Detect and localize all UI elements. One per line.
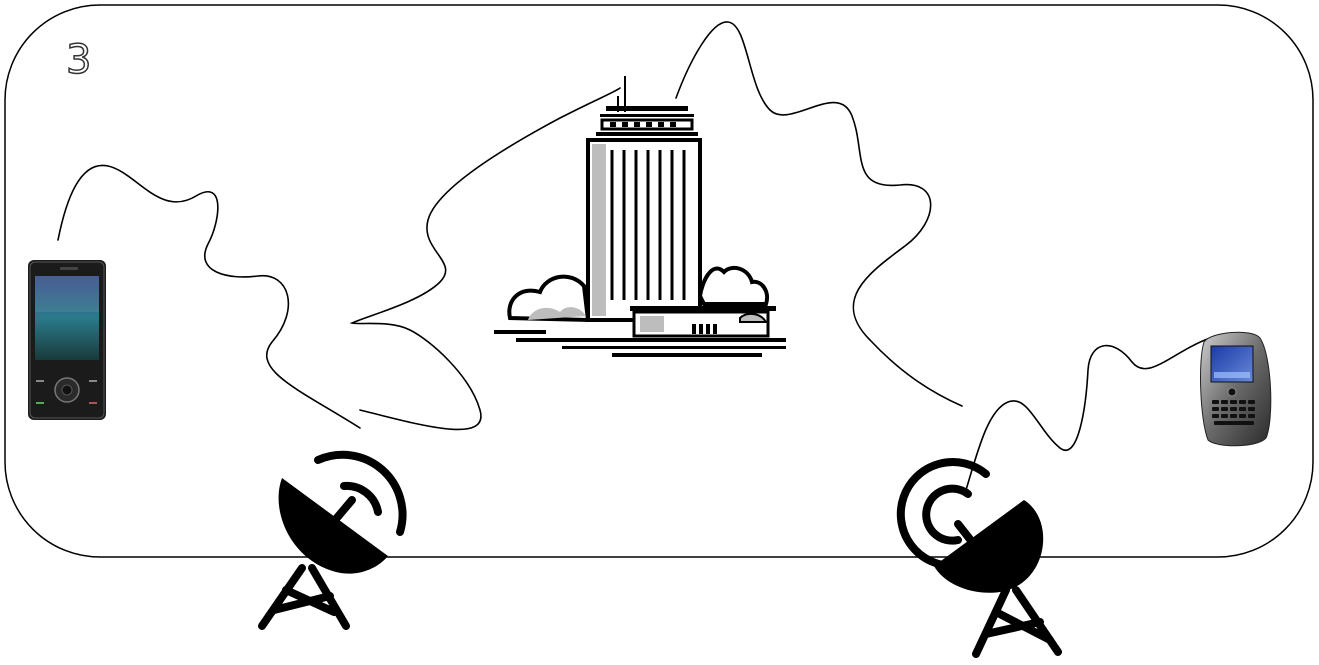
step-number-label: 3 (66, 40, 91, 80)
office-building-icon (494, 76, 786, 357)
touchscreen-mobile-phone-icon (28, 260, 106, 420)
satellite-dish-antenna-icon (262, 455, 403, 626)
satellite-dish-antenna-icon (901, 462, 1058, 654)
link-antenna-left-to-building (352, 88, 620, 429)
smartphone-qwerty-icon (1201, 332, 1271, 446)
link-antenna-right-to-phone-right (966, 338, 1210, 490)
